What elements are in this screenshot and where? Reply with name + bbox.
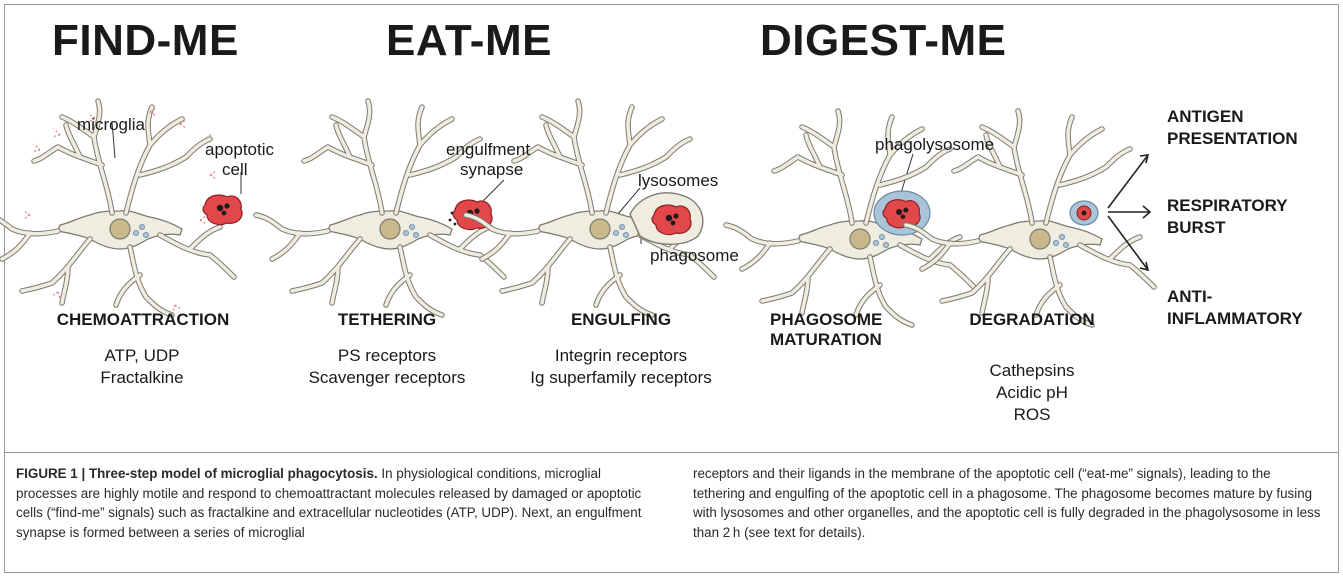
caption-divider bbox=[4, 452, 1339, 453]
apoptotic-cell-engulfing bbox=[652, 205, 691, 235]
label-apoptotic-cell: cell bbox=[222, 160, 248, 180]
molecule-ig-superfamily-receptors: Ig superfamily receptors bbox=[511, 367, 731, 389]
step-maturation: MATURATION bbox=[770, 330, 920, 350]
label-apoptotic: apoptotic bbox=[205, 140, 274, 160]
molecule-scavenger-receptors: Scavenger receptors bbox=[292, 367, 482, 389]
label-phagolysosome: phagolysosome bbox=[875, 135, 994, 155]
outcome-respiratory: RESPIRATORY bbox=[1167, 195, 1288, 217]
outcome-antigen: ANTIGEN bbox=[1167, 106, 1244, 128]
label-lysosomes: lysosomes bbox=[638, 171, 718, 191]
apoptotic-cell-maturation bbox=[883, 200, 920, 228]
molecule-fractalkine: Fractalkine bbox=[62, 367, 222, 389]
molecule-ps-receptors: PS receptors bbox=[292, 345, 482, 367]
label-engulfment-synapse: synapse bbox=[460, 160, 523, 180]
molecule-ros: ROS bbox=[972, 404, 1092, 426]
molecule-cathepsins: Cathepsins bbox=[972, 360, 1092, 382]
stage-title-digest-me: DIGEST-ME bbox=[760, 16, 1007, 66]
step-tethering: TETHERING bbox=[312, 310, 462, 330]
molecule-atp-udp: ATP, UDP bbox=[62, 345, 222, 367]
stage-title-find-me: FIND-ME bbox=[52, 16, 239, 66]
caption-column-2: receptors and their ligands in the membr… bbox=[693, 464, 1321, 542]
caption-column-1: FIGURE 1 | Three-step model of microglia… bbox=[16, 464, 658, 542]
outcome-anti: ANTI- bbox=[1167, 286, 1212, 308]
label-microglia: microglia bbox=[77, 115, 145, 135]
label-phagosome: phagosome bbox=[650, 246, 739, 266]
outcome-inflammatory: INFLAMMATORY bbox=[1167, 308, 1303, 330]
caption-figure-label: FIGURE 1 | Three-step model of microglia… bbox=[16, 466, 378, 481]
step-degradation: DEGRADATION bbox=[952, 310, 1112, 330]
outcome-burst: BURST bbox=[1167, 217, 1226, 239]
step-engulfing: ENGULFING bbox=[546, 310, 696, 330]
molecule-integrin-receptors: Integrin receptors bbox=[511, 345, 731, 367]
step-chemoattraction: CHEMOATTRACTION bbox=[43, 310, 243, 330]
molecule-acidic-ph: Acidic pH bbox=[972, 382, 1092, 404]
stage-title-eat-me: EAT-ME bbox=[386, 16, 552, 66]
step-phagosome: PHAGOSOME bbox=[770, 310, 920, 330]
apoptotic-cell-find-me bbox=[203, 195, 242, 225]
label-engulfment: engulfment bbox=[446, 140, 530, 160]
outcome-presentation: PRESENTATION bbox=[1167, 128, 1298, 150]
